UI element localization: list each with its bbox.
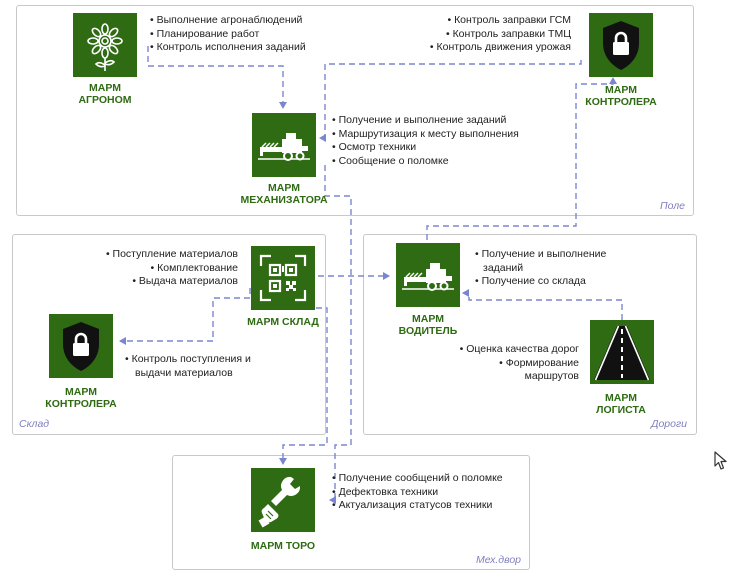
mechanizer-title: МАРМ МЕХАНИЗАТОРА (224, 182, 344, 206)
driver-icon-tile (396, 243, 460, 307)
list-item-text: Формирование (505, 356, 579, 369)
controller-field-icon-tile (589, 13, 653, 77)
controller-field-features: Контроль заправки ГСМ Контроль заправки … (430, 14, 571, 55)
warehouse-title-line1: МАРМ СКЛАД (247, 316, 319, 328)
list-item: Комплектование (106, 262, 238, 276)
list-item-continuation: заданий (483, 261, 524, 274)
controller-warehouse-title-line1: МАРМ (65, 386, 97, 398)
list-item: • Формирование (499, 356, 579, 369)
qr-scan-icon (259, 254, 307, 302)
combine-icon (258, 133, 310, 161)
mechanizer-title-line2: МЕХАНИЗАТОРА (240, 194, 328, 206)
list-item: • Получение со склада (475, 275, 586, 287)
warehouse-features: Поступление материалов Комплектование Вы… (106, 248, 238, 289)
toro-title-line1: МАРМ ТОРО (250, 540, 316, 552)
sunflower-icon (87, 23, 123, 71)
list-item: Контроль исполнения заданий (150, 41, 306, 55)
list-item: Контроль заправки ГСМ (430, 14, 571, 28)
controller-field-title: МАРМ КОНТРОЛЕРА (578, 84, 664, 108)
list-item: • Получение и выполнение (475, 248, 607, 260)
connector-mechanizer-yard (324, 165, 352, 504)
warehouse-title: МАРМ СКЛАД (238, 316, 328, 328)
controller-field-title-line1: МАРМ (605, 84, 637, 96)
list-item: Поступление материалов (106, 248, 238, 262)
connector-warehouse-controller (119, 288, 251, 345)
controller-field-title-line2: КОНТРОЛЕРА (585, 96, 657, 108)
driver-title-line2: ВОДИТЕЛЬ (398, 325, 458, 337)
list-item: Получение сообщений о поломке (332, 472, 503, 486)
zone-yard-label: Мех.двор (475, 554, 521, 566)
connector-driver-controller (426, 77, 617, 240)
toro-icon-tile (251, 468, 315, 532)
mechanizer-title-line1: МАРМ (268, 182, 300, 194)
list-item: • Контроль поступления и (125, 353, 251, 365)
list-item-text: Получение и выполнение (481, 248, 607, 260)
mechanizer-features: Получение и выполнение заданий Маршрутиз… (332, 114, 519, 168)
wrench-hand-icon (258, 476, 301, 528)
list-item-continuation: маршрутов (524, 370, 579, 382)
toro-title: МАРМ ТОРО (238, 540, 328, 552)
zone-warehouse-label: Склад (19, 418, 50, 430)
mouse-cursor-icon (714, 451, 727, 470)
list-item: Маршрутизация к месту выполнения (332, 128, 519, 142)
agronomist-title-line2: АГРОНОМ (78, 94, 132, 106)
shield-lock-icon (603, 21, 639, 70)
list-item: Контроль движения урожая (430, 41, 571, 55)
road-icon (594, 325, 650, 381)
list-item: Сообщение о поломке (332, 155, 519, 169)
agronomist-title: МАРМ АГРОНОМ (63, 82, 147, 106)
agronomist-features: Выполнение агронаблюдений Планирование р… (150, 14, 306, 55)
list-item-text: Получение со склада (481, 275, 586, 287)
list-item: Осмотр техники (332, 141, 519, 155)
logistician-features: • Оценка качества дорог • Формирование м… (460, 343, 579, 384)
connector-controller-mechanizer (319, 60, 582, 142)
driver-features: • Получение и выполнение заданий • Получ… (475, 248, 606, 289)
list-item: Получение и выполнение заданий (332, 114, 519, 128)
logistician-title-line2: ЛОГИСТА (596, 404, 646, 416)
combine-icon (402, 263, 454, 291)
agronomist-icon-tile (73, 13, 137, 77)
list-item: Контроль заправки ТМЦ (430, 28, 571, 42)
agronomist-title-line1: МАРМ (89, 82, 121, 94)
mechanizer-icon-tile (252, 113, 316, 177)
controller-warehouse-features: • Контроль поступления и выдачи материал… (125, 353, 251, 380)
list-item-continuation: выдачи материалов (135, 366, 233, 379)
controller-warehouse-title-line2: КОНТРОЛЕРА (45, 398, 117, 410)
list-item-text: Контроль поступления и (131, 353, 251, 365)
driver-title: МАРМ ВОДИТЕЛЬ (383, 313, 473, 337)
connector-warehouse-toro (279, 307, 328, 465)
controller-warehouse-title: МАРМ КОНТРОЛЕРА (38, 386, 124, 410)
zone-field-label: Поле (660, 200, 685, 212)
list-item-text: Оценка качества дорог (466, 343, 579, 355)
shield-lock-icon (63, 322, 99, 371)
warehouse-icon-tile (251, 246, 315, 310)
toro-features: Получение сообщений о поломке Дефектовка… (332, 472, 503, 513)
list-item: Дефектовка техники (332, 486, 503, 500)
connector-logist-driver (462, 289, 623, 320)
driver-title-line1: МАРМ (412, 313, 444, 325)
list-item: Актуализация статусов техники (332, 499, 503, 513)
logistician-title-line1: МАРМ (605, 392, 637, 404)
controller-warehouse-icon-tile (49, 314, 113, 378)
logistician-icon-tile (590, 320, 654, 384)
list-item: • Оценка качества дорог (459, 343, 579, 355)
list-item: Планирование работ (150, 28, 306, 42)
logistician-title: МАРМ ЛОГИСТА (578, 392, 664, 416)
list-item: Выполнение агронаблюдений (150, 14, 306, 28)
list-item: Выдача материалов (106, 275, 238, 289)
zone-roads-label: Дороги (651, 418, 687, 430)
connector-agronomist-mechanizer (147, 46, 287, 109)
